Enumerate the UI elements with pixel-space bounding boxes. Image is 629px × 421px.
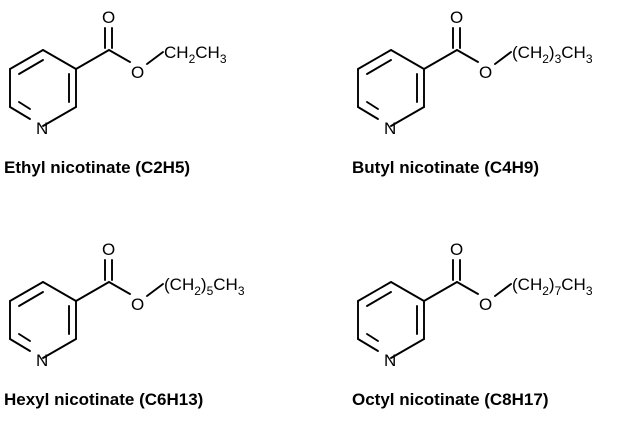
ring-bond: [9, 49, 44, 70]
ring-double-bond: [18, 101, 31, 110]
alkyl-bond: [494, 283, 512, 297]
ring-bond: [390, 338, 425, 359]
nitrogen-atom: N: [384, 119, 396, 138]
ring-bond: [357, 338, 379, 352]
ring-bond: [390, 106, 425, 127]
ester-bond: [456, 49, 479, 63]
ring-double-bond: [366, 59, 392, 75]
nitrogen-atom: N: [384, 351, 396, 370]
ring-bond: [9, 281, 44, 302]
alkyl-bond: [146, 283, 164, 297]
alkyl-bond: [146, 51, 164, 65]
carbonyl-carbon-bond: [75, 49, 110, 70]
ring-bond: [390, 49, 425, 70]
ester-oxygen: O: [131, 63, 144, 82]
ring-bond: [357, 281, 392, 302]
ring-bond: [9, 106, 31, 120]
compound-caption: Hexyl nicotinate (C6H13): [4, 390, 203, 409]
carbonyl-oxygen: O: [102, 8, 115, 27]
carbonyl-carbon-bond: [423, 281, 458, 302]
ester-oxygen: O: [479, 295, 492, 314]
ester-bond: [108, 49, 131, 63]
compound-caption: Butyl nicotinate (C4H9): [352, 158, 539, 177]
ring-bond: [9, 338, 31, 352]
alkyl-chain-formula: (CH2)5CH3: [164, 275, 245, 298]
ring-bond: [42, 338, 77, 359]
ring-double-bond: [366, 101, 379, 110]
carbonyl-carbon-bond: [75, 281, 110, 302]
carbonyl-oxygen: O: [102, 240, 115, 259]
compound-caption: Octyl nicotinate (C8H17): [352, 390, 549, 409]
alkyl-chain-formula: CH2CH3: [164, 43, 227, 66]
alkyl-bond: [494, 51, 512, 65]
carbonyl-oxygen: O: [450, 8, 463, 27]
ring-double-bond: [18, 333, 31, 342]
ring-bond: [390, 281, 425, 302]
alkyl-chain-formula: (CH2)7CH3: [512, 275, 593, 298]
ring-bond: [42, 49, 77, 70]
ring-double-bond: [18, 59, 44, 75]
nitrogen-atom: N: [36, 351, 48, 370]
ring-double-bond: [366, 291, 392, 307]
ring-bond: [42, 281, 77, 302]
ester-oxygen: O: [479, 63, 492, 82]
carbonyl-oxygen: O: [450, 240, 463, 259]
ester-bond: [456, 281, 479, 295]
ring-bond: [357, 106, 379, 120]
ester-bond: [108, 281, 131, 295]
alkyl-chain-formula: (CH2)3CH3: [512, 43, 593, 66]
ring-bond: [357, 49, 392, 70]
ring-double-bond: [18, 291, 44, 307]
ring-bond: [42, 106, 77, 127]
ring-double-bond: [366, 333, 379, 342]
carbonyl-carbon-bond: [423, 49, 458, 70]
compound-caption: Ethyl nicotinate (C2H5): [4, 158, 190, 177]
ester-oxygen: O: [131, 295, 144, 314]
nitrogen-atom: N: [36, 119, 48, 138]
